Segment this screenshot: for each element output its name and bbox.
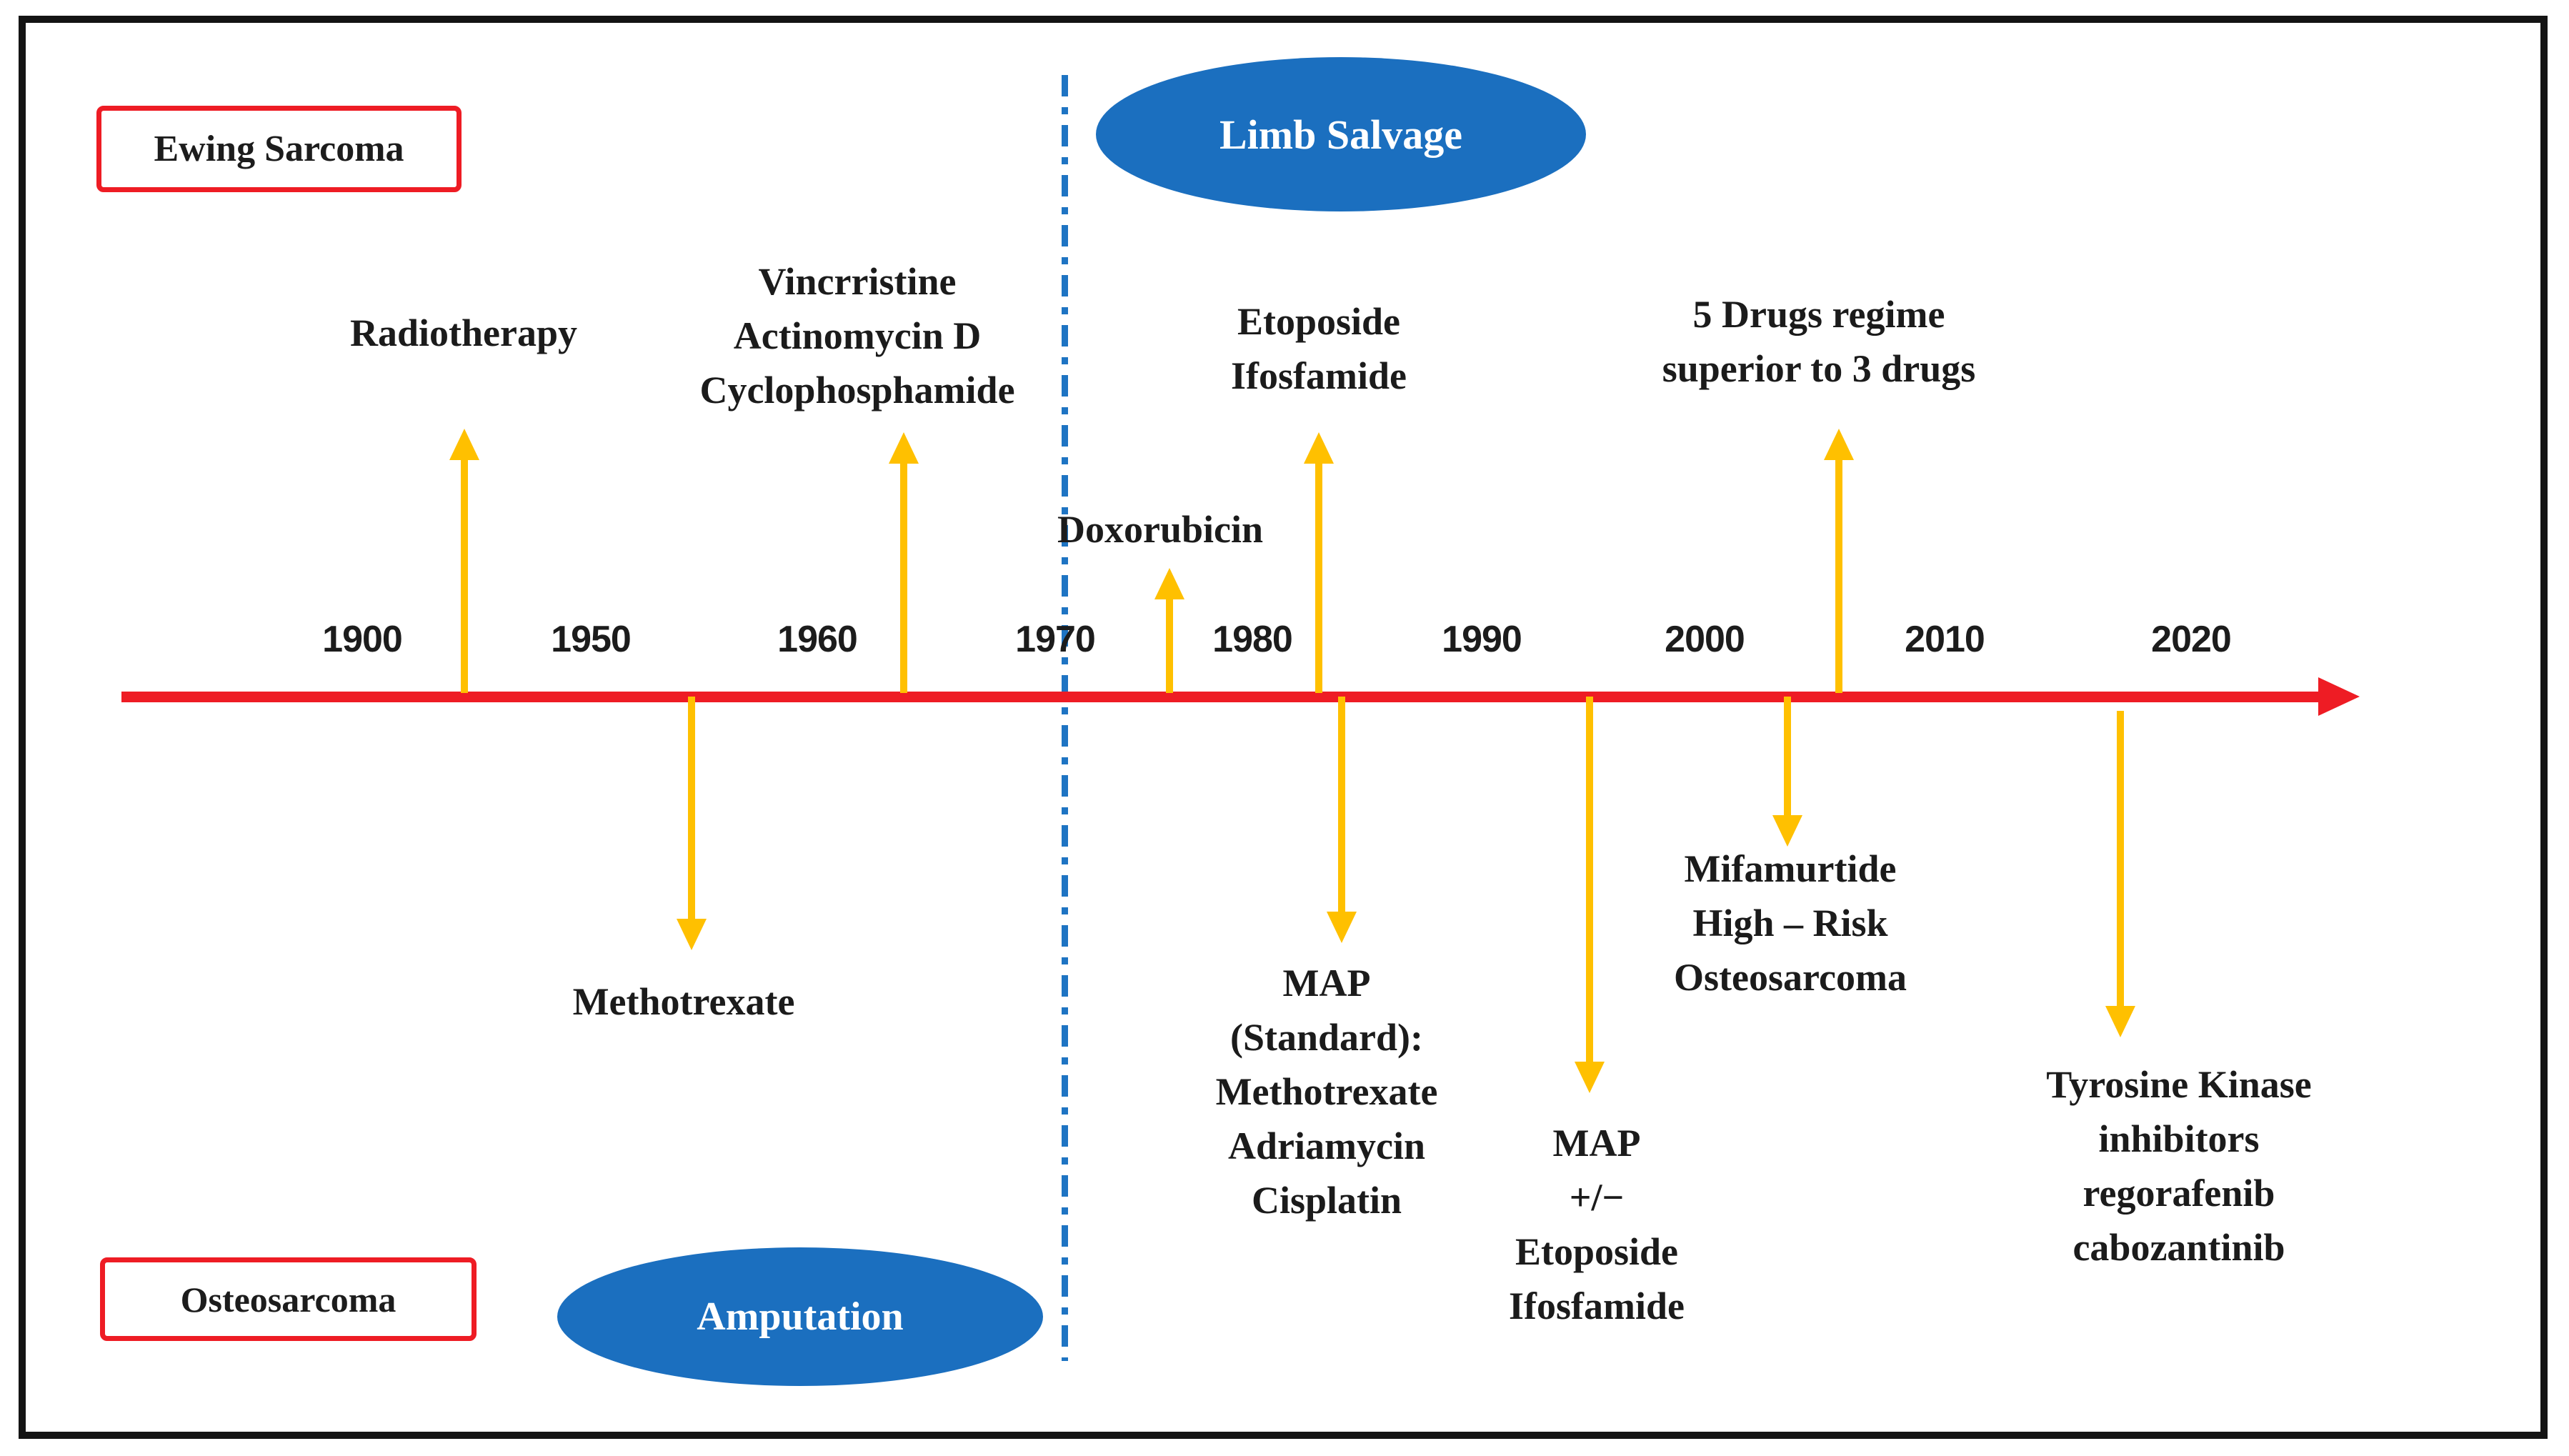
arrow-down-map xyxy=(1327,697,1357,943)
milestone-map-ei: MAP +/− Etoposide Ifosfamide xyxy=(1509,1122,1685,1327)
arrow-up-vac xyxy=(889,432,919,693)
figure-border xyxy=(19,16,2548,1439)
arrow-down-tki xyxy=(2105,711,2135,1037)
year-label: 1970 xyxy=(1015,619,1096,660)
milestone-methotrexate: Methotrexate xyxy=(572,980,795,1023)
limb-salvage-ellipse: Limb Salvage xyxy=(1096,57,1586,211)
arrow-down-map-ei xyxy=(1575,697,1605,1093)
milestone-etoposide: Etoposide Ifosfamide xyxy=(1231,300,1407,397)
milestone-tki: Tyrosine Kinase inhibitors regorafenib c… xyxy=(2046,1063,2312,1269)
amputation-ellipse: Amputation xyxy=(557,1247,1043,1386)
year-label: 2000 xyxy=(1665,619,1745,660)
arrow-down-methotrexate xyxy=(677,697,707,950)
amputation-label: Amputation xyxy=(697,1295,904,1339)
milestone-five-drugs: 5 Drugs regime superior to 3 drugs xyxy=(1662,293,1976,390)
year-label: 1900 xyxy=(322,619,403,660)
arrow-up-etoposide xyxy=(1304,432,1334,693)
era-divider-line xyxy=(1062,75,1068,1361)
ewing-sarcoma-label: Ewing Sarcoma xyxy=(154,129,404,169)
milestone-mifamurtide: Mifamurtide High – Risk Osteosarcoma xyxy=(1674,847,1907,999)
year-label: 1950 xyxy=(551,619,632,660)
year-label: 1990 xyxy=(1442,619,1522,660)
osteosarcoma-label: Osteosarcoma xyxy=(180,1279,396,1320)
year-label: 1980 xyxy=(1212,619,1293,660)
year-label: 1960 xyxy=(777,619,858,660)
milestone-map-standard: MAP (Standard): Methotrexate Adriamycin … xyxy=(1215,962,1438,1222)
milestone-doxorubicin: Doxorubicin xyxy=(1057,508,1264,551)
limb-salvage-label: Limb Salvage xyxy=(1219,111,1462,158)
arrow-up-radiotherapy xyxy=(449,429,479,693)
arrow-up-five-drugs xyxy=(1824,429,1854,693)
milestone-radiotherapy: Radiotherapy xyxy=(349,311,578,354)
arrow-down-mifamurtide xyxy=(1772,697,1802,847)
milestone-vac: Vincrristine Actinomycin D Cyclophospham… xyxy=(699,260,1015,412)
timeline-axis xyxy=(121,677,2360,716)
ewing-sarcoma-box: Ewing Sarcoma xyxy=(96,106,462,192)
year-label: 2010 xyxy=(1905,619,1985,660)
arrow-up-doxorubicin xyxy=(1154,568,1184,693)
osteosarcoma-box: Osteosarcoma xyxy=(100,1257,477,1341)
year-label: 2020 xyxy=(2151,619,2232,660)
